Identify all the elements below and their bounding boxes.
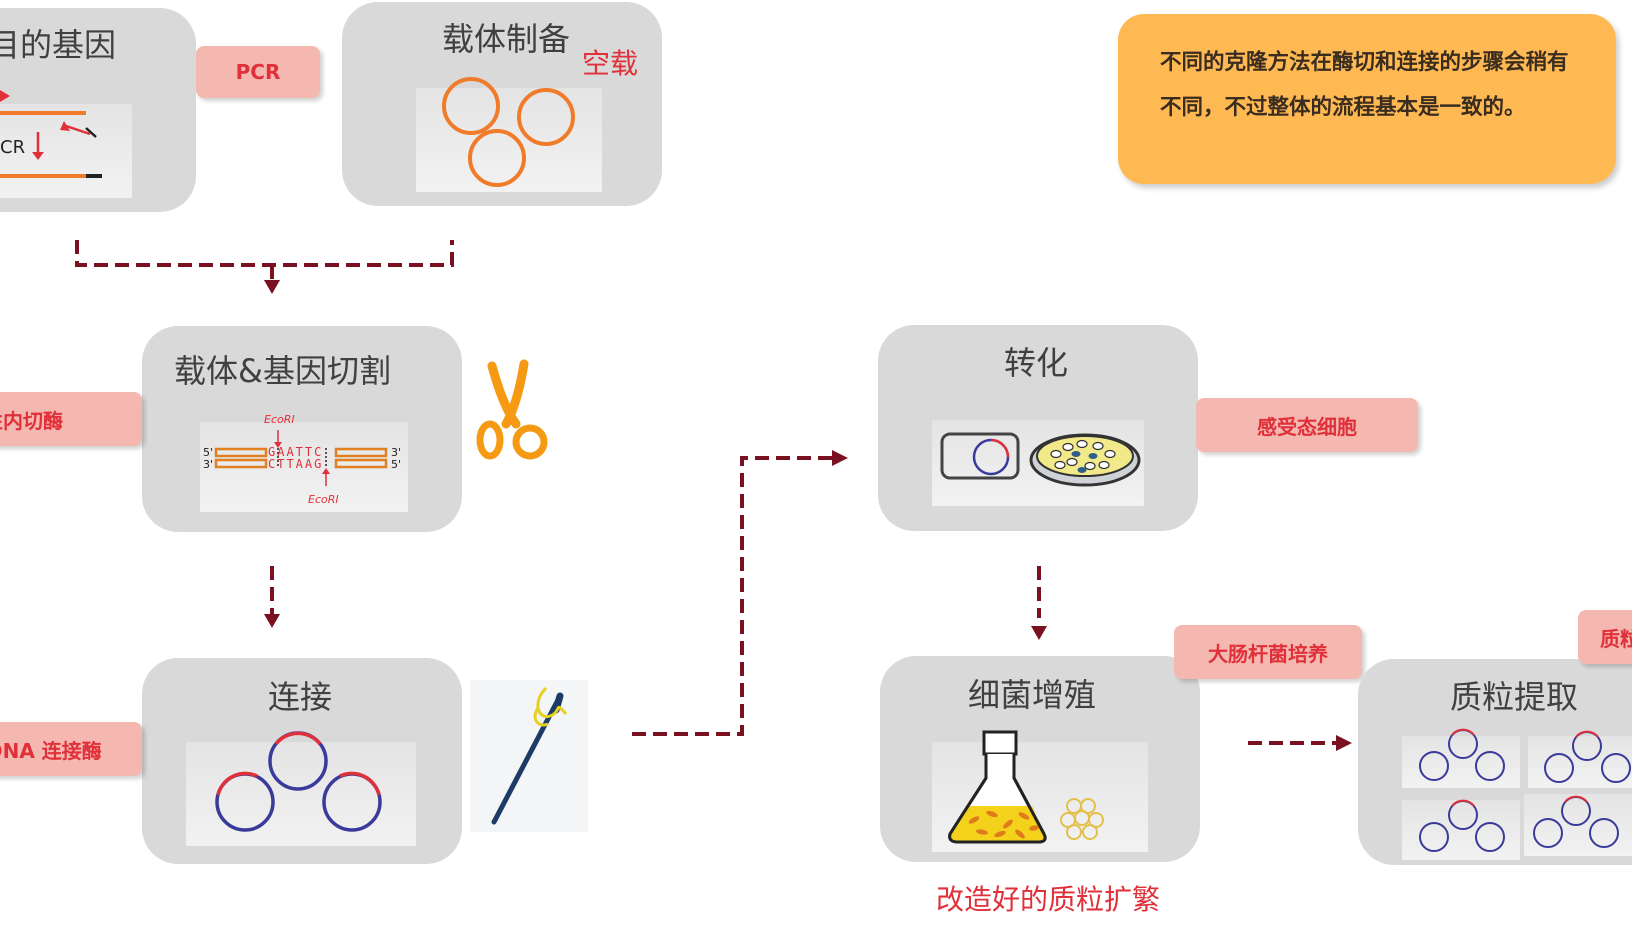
target-gene-title: 目的基因 xyxy=(0,26,117,64)
plasmid-extraction-title: 质粒提取 xyxy=(1450,678,1579,716)
dna-ligase-label: DNA 连接酶 xyxy=(0,738,102,763)
tag-competent-cells: 感受态细胞 xyxy=(1196,398,1418,452)
tag-plasmid-kit: 质粒 xyxy=(1578,610,1632,664)
ecori-bottom-label: EcoRI xyxy=(308,493,339,506)
needle-icon xyxy=(491,686,568,825)
bacteria-growth-title: 细菌增殖 xyxy=(968,676,1097,714)
vector-prep-title: 载体制备 xyxy=(442,20,571,58)
ecori-top-label: EcoRI xyxy=(264,413,295,426)
empty-plasmids xyxy=(442,77,575,187)
end-3-bottom: 3' xyxy=(203,458,214,471)
pcr-illustration xyxy=(0,90,102,178)
end-5-bottom: 5' xyxy=(391,458,402,471)
process-note: 不同的克隆方法在酶切和连接的步骤会稍有不同，不过整体的流程基本是一致的。 xyxy=(1118,14,1616,184)
end-3-top: 3' xyxy=(391,446,402,459)
target-gene-illustration xyxy=(0,104,132,198)
ecori-site-diagram xyxy=(214,430,388,486)
plasmid-kit-label: 质粒 xyxy=(1600,626,1632,651)
recognition-seq-bottom: CTTAAG xyxy=(268,457,324,471)
tag-restriction-enzyme: 限制性内切酶 xyxy=(0,392,142,446)
plasmid-cluster xyxy=(1060,798,1104,840)
transformation-icons xyxy=(940,432,1141,487)
empty-vector-label: 空载 xyxy=(582,47,639,80)
plasmid-extraction-tile-1 xyxy=(1402,736,1520,788)
transformation-title: 转化 xyxy=(1004,344,1069,382)
digestion-title: 载体&基因切割 xyxy=(174,352,391,390)
tag-pcr: PCR xyxy=(196,46,320,98)
recombinant-plasmids xyxy=(215,731,382,832)
ligation-title: 连接 xyxy=(268,678,333,716)
process-note-text: 不同的克隆方法在酶切和连接的步骤会稍有不同，不过整体的流程基本是一致的。 xyxy=(1160,50,1569,120)
recognition-seq-top: GAATTC xyxy=(268,445,324,459)
tag-dna-ligase: DNA 连接酶 xyxy=(0,722,142,776)
restriction-enzyme-label: 限制性内切酶 xyxy=(0,408,63,433)
pcr-label: CR xyxy=(0,137,26,158)
tag-ecoli-culture: 大肠杆菌培养 xyxy=(1174,625,1362,679)
scissors-icon xyxy=(476,359,548,460)
extracted-plasmids xyxy=(1419,728,1631,852)
flask-icon xyxy=(948,730,1047,844)
plasmid-amplification-note: 改造好的质粒扩繁 xyxy=(936,883,1161,916)
end-5-top: 5' xyxy=(203,446,214,459)
